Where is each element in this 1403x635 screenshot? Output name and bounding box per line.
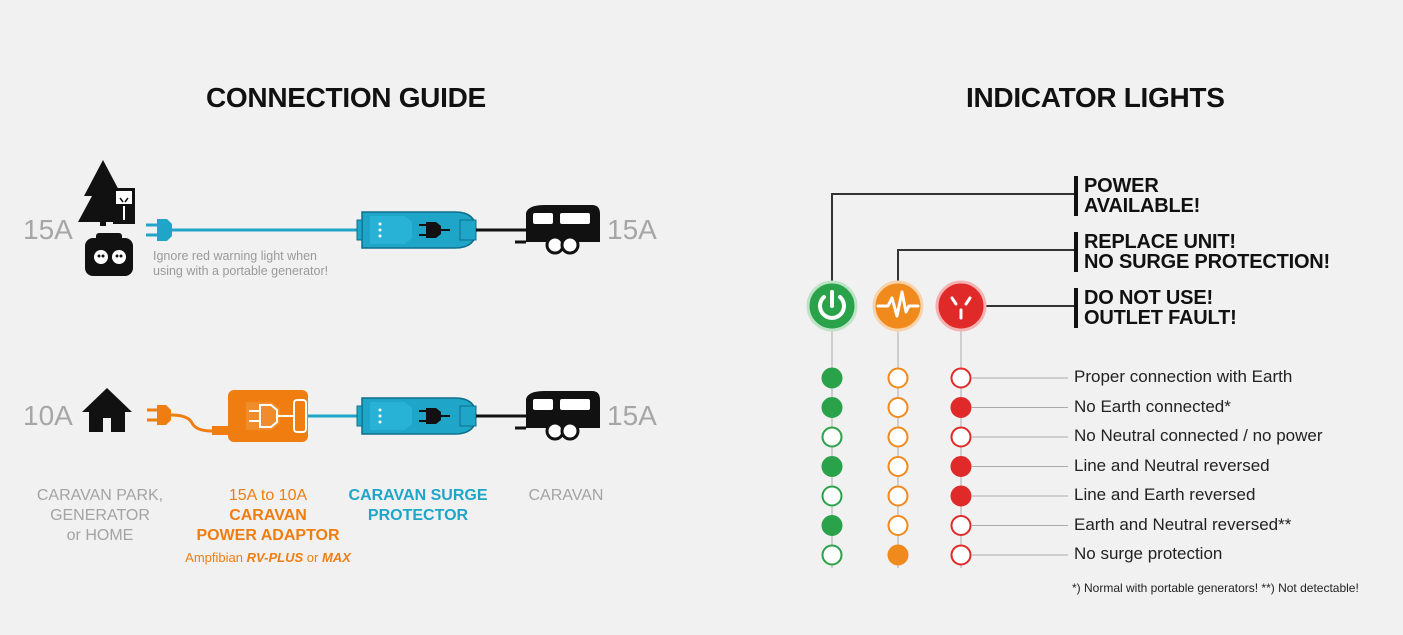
- state-label: Proper connection with Earth: [1074, 367, 1293, 386]
- state-dot-fault-off: [950, 544, 972, 566]
- caravan-icon: [515, 205, 600, 255]
- state-dot-power-lit: [821, 456, 843, 477]
- power-leader-line: [831, 193, 1074, 284]
- power-icon: [818, 290, 846, 320]
- surge-light: [872, 280, 924, 332]
- state-dot-fault-off: [950, 426, 972, 448]
- surge-protector-icon-2: [356, 397, 477, 435]
- state-dot-power-lit: [821, 367, 843, 389]
- row1-left-amp: 15A: [23, 214, 73, 245]
- generator-note: Ignore red warning light when using with…: [153, 249, 329, 278]
- state-dot-surge-off: [887, 397, 909, 418]
- state-dot-surge-off: [887, 456, 909, 477]
- state-dot-fault-lit: [950, 485, 972, 507]
- state-dot-power-lit: [821, 515, 843, 536]
- state-dot-fault-off: [950, 367, 972, 389]
- state-dot-surge-off: [887, 485, 909, 507]
- state-dot-power-off: [821, 426, 843, 448]
- power-light: [806, 280, 858, 332]
- state-dot-power-off: [821, 485, 843, 507]
- outlet-icon: [950, 296, 972, 320]
- connection-guide-title: CONNECTION GUIDE: [206, 82, 486, 113]
- state-label: No surge protection: [1074, 544, 1223, 563]
- state-dot-power-off: [821, 544, 843, 566]
- callout-surge: REPLACE UNIT! NO SURGE PROTECTION!: [1074, 232, 1330, 272]
- adaptor-brand: Ampfibian RV-PLUS or MAX: [185, 550, 351, 565]
- protector-caption: CARAVAN SURGE PROTECTOR: [348, 487, 488, 524]
- orange-cable: [170, 413, 213, 433]
- state-dot-surge-off: [887, 426, 909, 448]
- state-dot-fault-lit: [950, 456, 972, 477]
- state-dot-surge-lit: [887, 544, 909, 566]
- blue-plug-icon: [146, 219, 172, 241]
- row1-right-amp: 15A: [607, 214, 657, 245]
- fault-light: [935, 280, 987, 332]
- state-label: Line and Neutral reversed: [1074, 455, 1270, 475]
- adaptor-caption: 15A to 10A CARAVAN POWER ADAPTOR: [196, 487, 340, 544]
- callout-fault: DO NOT USE! OUTLET FAULT!: [1074, 288, 1237, 328]
- state-dot-surge-off: [887, 367, 909, 389]
- adaptor-strain-relief: [212, 426, 228, 435]
- power-adaptor-icon: [228, 390, 308, 442]
- power-outlet-icon: [113, 188, 135, 224]
- footnote: *) Normal with portable generators! **) …: [1072, 581, 1359, 595]
- row2-right-amp: 15A: [607, 400, 657, 431]
- state-dot-fault-lit: [950, 397, 972, 418]
- state-label: No Earth connected*: [1074, 396, 1231, 416]
- caravan-icon-2: [515, 391, 600, 441]
- state-dot-fault-off: [950, 515, 972, 536]
- source-caption: CARAVAN PARK, GENERATOR or HOME: [36, 487, 164, 544]
- pulse-icon: [876, 290, 920, 318]
- state-label: Earth and Neutral reversed**: [1074, 514, 1292, 534]
- surge-leader-line: [897, 249, 1074, 284]
- caravan-caption: CARAVAN: [528, 487, 604, 504]
- orange-plug-icon: [147, 405, 171, 425]
- state-dot-power-lit: [821, 397, 843, 418]
- state-dot-surge-off: [887, 515, 909, 536]
- state-label: No Neutral connected / no power: [1074, 426, 1323, 445]
- callout-power: POWER AVAILABLE!: [1074, 176, 1200, 216]
- generator-icon: [85, 233, 133, 276]
- house-icon: [82, 388, 132, 432]
- state-label: Line and Earth reversed: [1074, 485, 1256, 504]
- row2-left-amp: 10A: [23, 400, 73, 431]
- indicator-lights-title: INDICATOR LIGHTS: [966, 82, 1225, 113]
